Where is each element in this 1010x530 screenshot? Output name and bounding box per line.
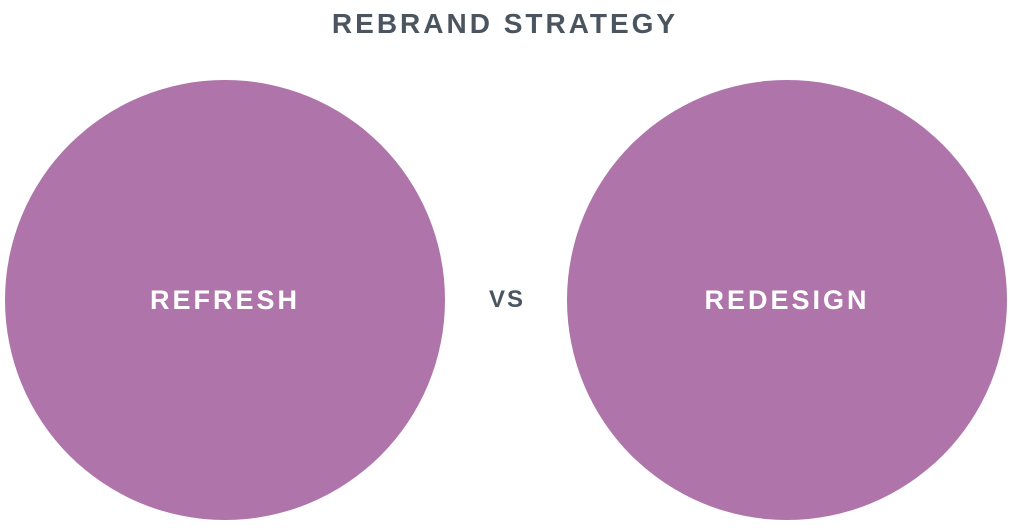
redesign-label: REDESIGN (704, 284, 870, 315)
refresh-circle: REFRESH (5, 80, 445, 520)
vs-label: VS (488, 286, 525, 313)
refresh-label: REFRESH (149, 284, 300, 315)
page-title: REBRAND STRATEGY (331, 8, 679, 39)
redesign-circle: REDESIGN (567, 80, 1007, 520)
